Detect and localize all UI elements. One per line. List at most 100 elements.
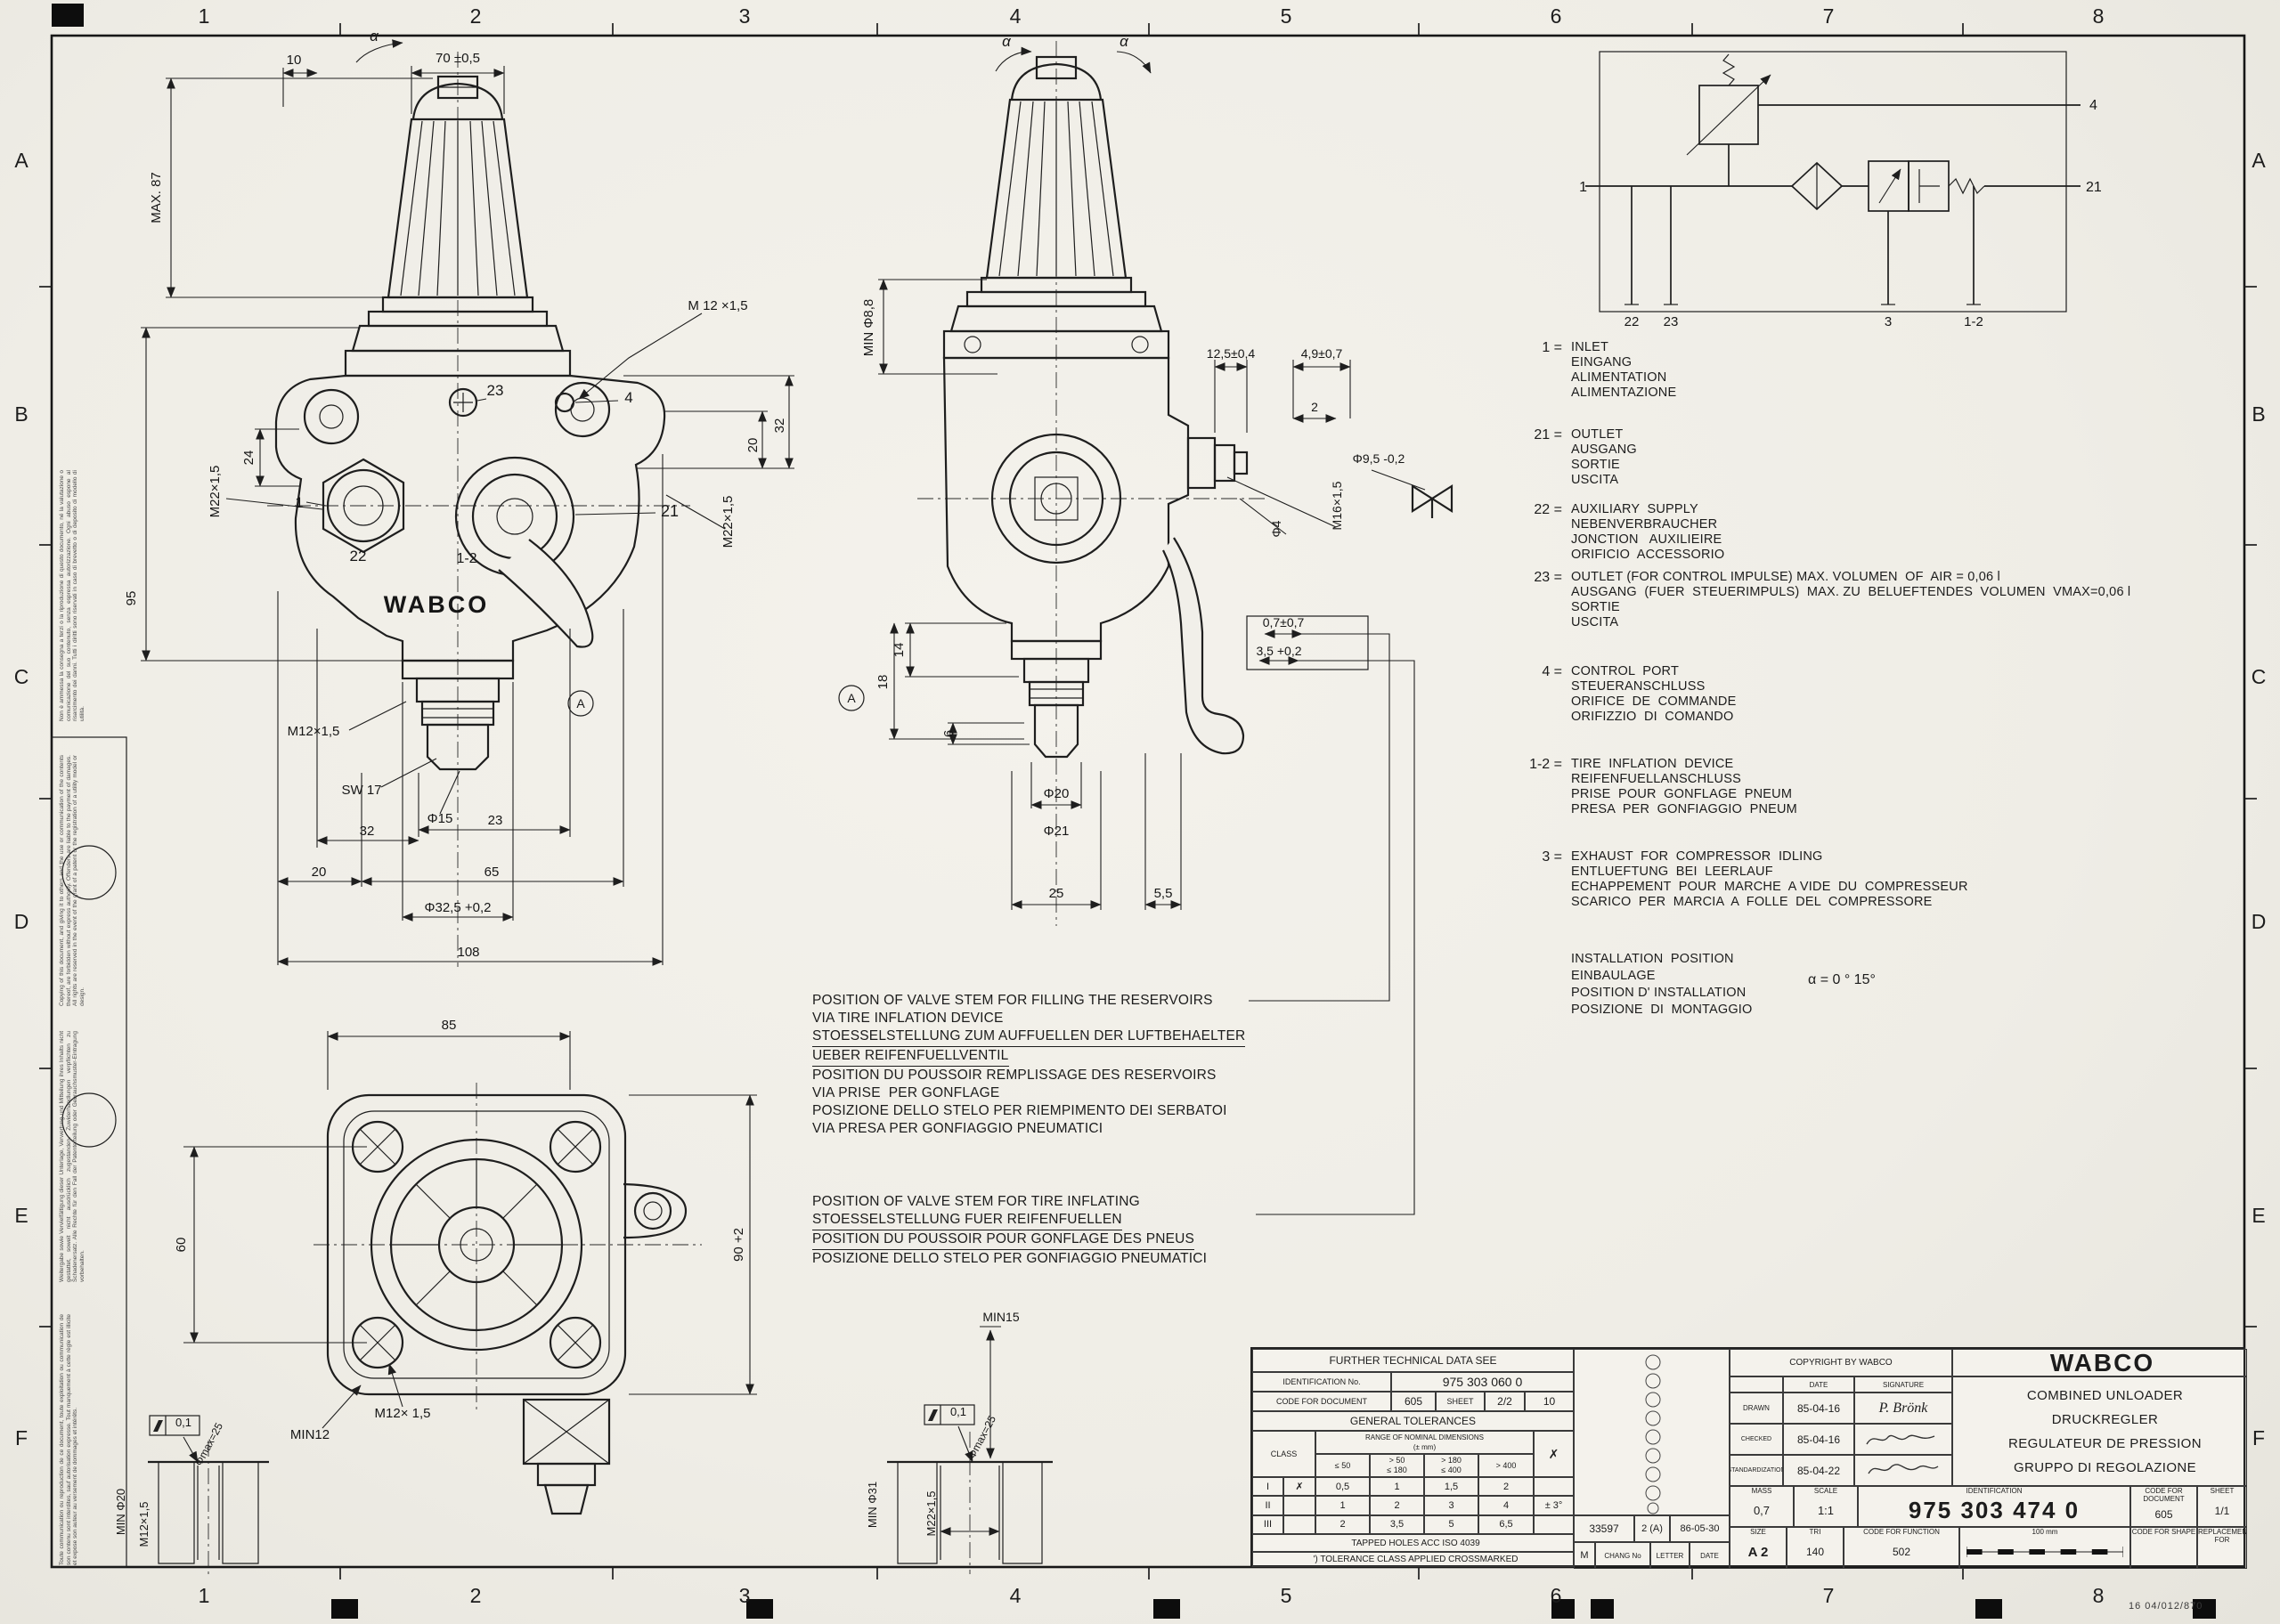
tb-tapped-note: TAPPED HOLES ACC ISO 4039 — [1252, 1534, 1574, 1552]
note-line: STOESSELSTELLUNG FUER REIFENFUELLEN — [812, 1211, 1122, 1230]
dim-label: 1-2 — [456, 551, 476, 566]
grid-reference-label: A — [14, 149, 28, 172]
dim-label: Φmax=25 — [192, 1420, 225, 1467]
tb-code-doc-value: 605 — [1391, 1392, 1436, 1411]
tb-chang-header: DATE — [1690, 1542, 1730, 1569]
dim-label: 6 — [941, 730, 957, 737]
dim-label: 32 — [360, 824, 375, 839]
grid-reference-label: C — [2251, 665, 2267, 688]
copyright-stamp-text: Non è ammessa la consegna a terzi o la r… — [59, 470, 86, 721]
port-number: 1-2 = — [1529, 757, 1562, 772]
grid-reference-label: 6 — [1550, 4, 1562, 28]
stamp-strip-border — [51, 736, 127, 1568]
tolerance-cell: 1 — [1315, 1496, 1370, 1515]
tb-replacement: REPLACEMENT FOR — [2197, 1527, 2247, 1569]
dim-label: 95 — [124, 591, 139, 606]
front-view — [267, 52, 690, 967]
flatness-tolerance-frame — [924, 1404, 975, 1425]
dim-label: 20 — [745, 438, 761, 453]
title-block: FURTHER TECHNICAL DATA SEE IDENTIFICATIO… — [1250, 1347, 2247, 1569]
tolerance-cell: ± 3° — [1534, 1496, 1574, 1515]
dim-label: 0,7±0,7 — [1263, 615, 1305, 629]
tb-chang-no: 33597 — [1574, 1515, 1634, 1542]
tolerance-cell: 1 — [1370, 1477, 1424, 1497]
punch-hole — [61, 845, 117, 900]
port-number: 4 = — [1542, 664, 1562, 679]
dim-label: A — [576, 696, 585, 710]
dim-label: Φ9,5 -0,2 — [1353, 451, 1405, 466]
section-mark-a — [838, 685, 865, 711]
grid-reference-label: 4 — [1009, 1584, 1022, 1607]
dimension-callout-box — [1246, 615, 1369, 670]
tolerance-cell: 3 — [1424, 1496, 1478, 1515]
tb-chang-date: 86-05-30 — [1670, 1515, 1730, 1542]
grid-reference-label: D — [13, 910, 29, 933]
note-line: UEBER REIFENFUELLVENTIL — [812, 1047, 1009, 1067]
dim-label: 1 — [295, 494, 303, 511]
dim-label: M12× 1,5 — [375, 1406, 431, 1421]
tolerance-cell: III — [1252, 1514, 1283, 1534]
tolerance-cell: I — [1252, 1477, 1283, 1497]
dim-label: M22×1,5 — [721, 496, 736, 548]
tb-drawn-label: DRAWN — [1730, 1393, 1783, 1424]
grid-reference-label: F — [14, 1426, 28, 1449]
port-number: 22 = — [1534, 502, 1562, 517]
dim-label: M12×1,5 — [137, 1502, 151, 1547]
note-line: VIA TIRE INFLATION DEVICE — [812, 1011, 1004, 1026]
dim-label: 23 — [1664, 314, 1679, 329]
registration-mark — [52, 4, 84, 27]
note-line: POSIZIONE DELLO STELO PER RIEMPIMENTO DE… — [812, 1103, 1227, 1118]
dim-label: 2 — [1311, 400, 1318, 414]
dim-label: MAX. 87 — [149, 172, 164, 223]
tb-checked-date: 85-04-16 — [1783, 1424, 1854, 1455]
tolerance-cell — [1283, 1496, 1315, 1515]
signature-scribble — [1866, 1434, 1935, 1444]
dim-label: MIN Φ20 — [114, 1489, 127, 1535]
tb-chang-letter: 2 (A) — [1634, 1515, 1670, 1542]
tb-sheet-extra: 10 — [1525, 1392, 1574, 1411]
tb-tol-col: > 180 ≤ 400 — [1424, 1454, 1478, 1477]
detail-sections — [148, 1326, 1053, 1574]
tb-m-label: M — [1574, 1542, 1595, 1569]
grid-reference-label: D — [2251, 910, 2267, 933]
sheet-frame — [39, 4, 2257, 1619]
tolerance-cell — [1283, 1514, 1315, 1534]
dim-label: Φ32,5 +0,2 — [425, 900, 492, 915]
tb-spacer — [1730, 1376, 1783, 1393]
dim-label: 0,1 — [950, 1405, 966, 1418]
port-number: 3 = — [1542, 849, 1562, 865]
dim-label: 65 — [484, 865, 500, 880]
valve-stem-note: POSITION OF VALVE STEM FOR FILLING THE R… — [812, 992, 1246, 1138]
grid-reference-label: F — [2252, 1426, 2266, 1449]
tolerance-cell: ✗ — [1283, 1477, 1315, 1497]
tolerance-cell: 4 — [1478, 1496, 1534, 1515]
film-code: 16 04/012/870 — [2129, 1601, 2203, 1612]
dim-label: M12×1,5 — [288, 724, 340, 739]
tb-tolerances-title: GENERAL TOLERANCES — [1252, 1411, 1574, 1431]
dim-label: 24 — [241, 451, 256, 466]
dim-label: M 12 ×1,5 — [688, 298, 747, 313]
tb-tol-col: > 50 ≤ 180 — [1370, 1454, 1424, 1477]
dim-label: 4 — [624, 389, 632, 406]
flatness-tolerance-frame — [149, 1415, 200, 1436]
tb-code-shape: CODE FOR SHAPE — [2130, 1527, 2197, 1569]
tb-checked-label: CHECKED — [1730, 1424, 1783, 1455]
tb-ident-label: IDENTIFICATION No. — [1252, 1372, 1391, 1392]
dim-label: 3,5 +0,2 — [1257, 644, 1302, 658]
section-mark-a — [567, 690, 594, 717]
dim-label: A — [847, 691, 856, 705]
tb-standardization-date: 85-04-22 — [1783, 1455, 1854, 1486]
grid-reference-label: C — [13, 665, 29, 688]
tolerance-cell: 3,5 — [1370, 1514, 1424, 1534]
